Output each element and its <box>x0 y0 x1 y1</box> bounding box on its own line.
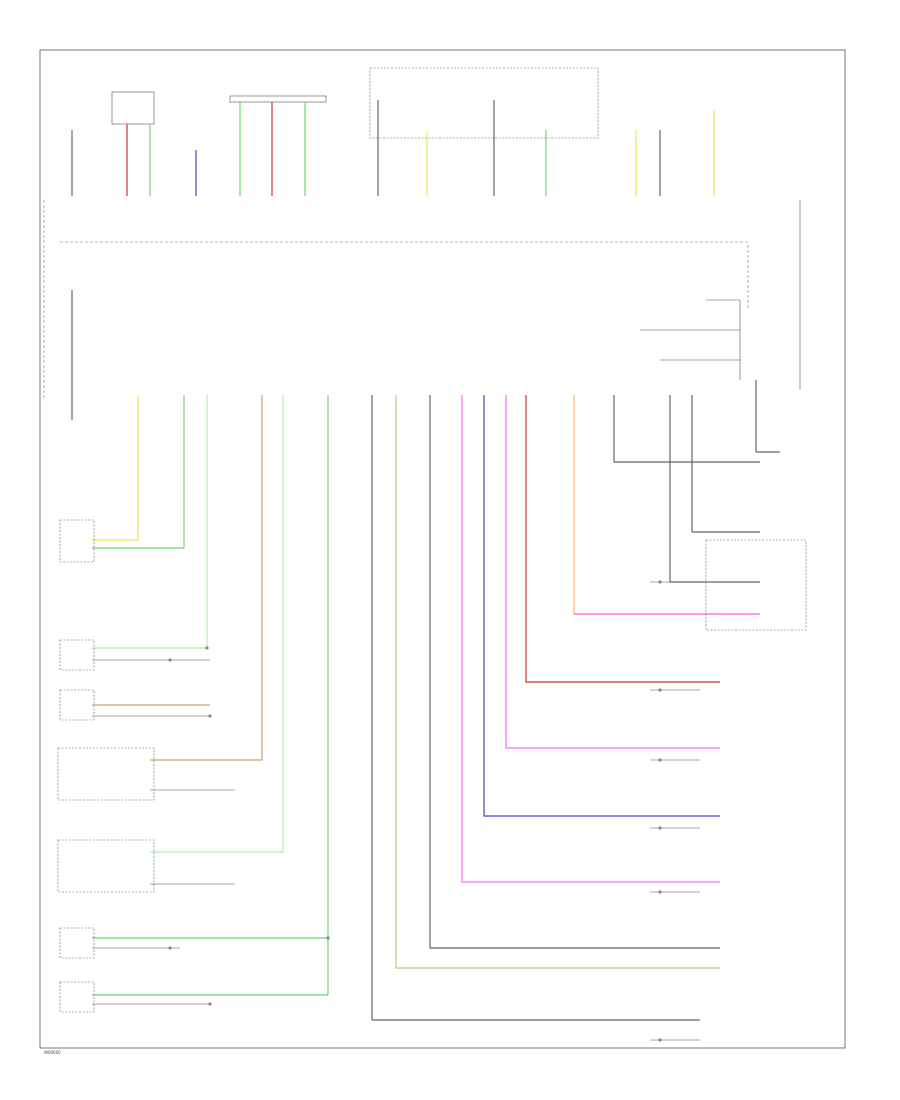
top-relay-box <box>111 91 155 125</box>
fuse-block-box <box>229 95 327 103</box>
footer-label: W00000 <box>44 1050 61 1055</box>
top-wire-stubs <box>71 100 715 196</box>
left-components <box>57 519 235 1013</box>
connector-dots <box>168 580 662 1042</box>
main-wires <box>71 290 780 1021</box>
right-components <box>640 299 807 1041</box>
diagram-frame <box>39 49 846 1049</box>
headlight-switch-box <box>369 67 599 139</box>
